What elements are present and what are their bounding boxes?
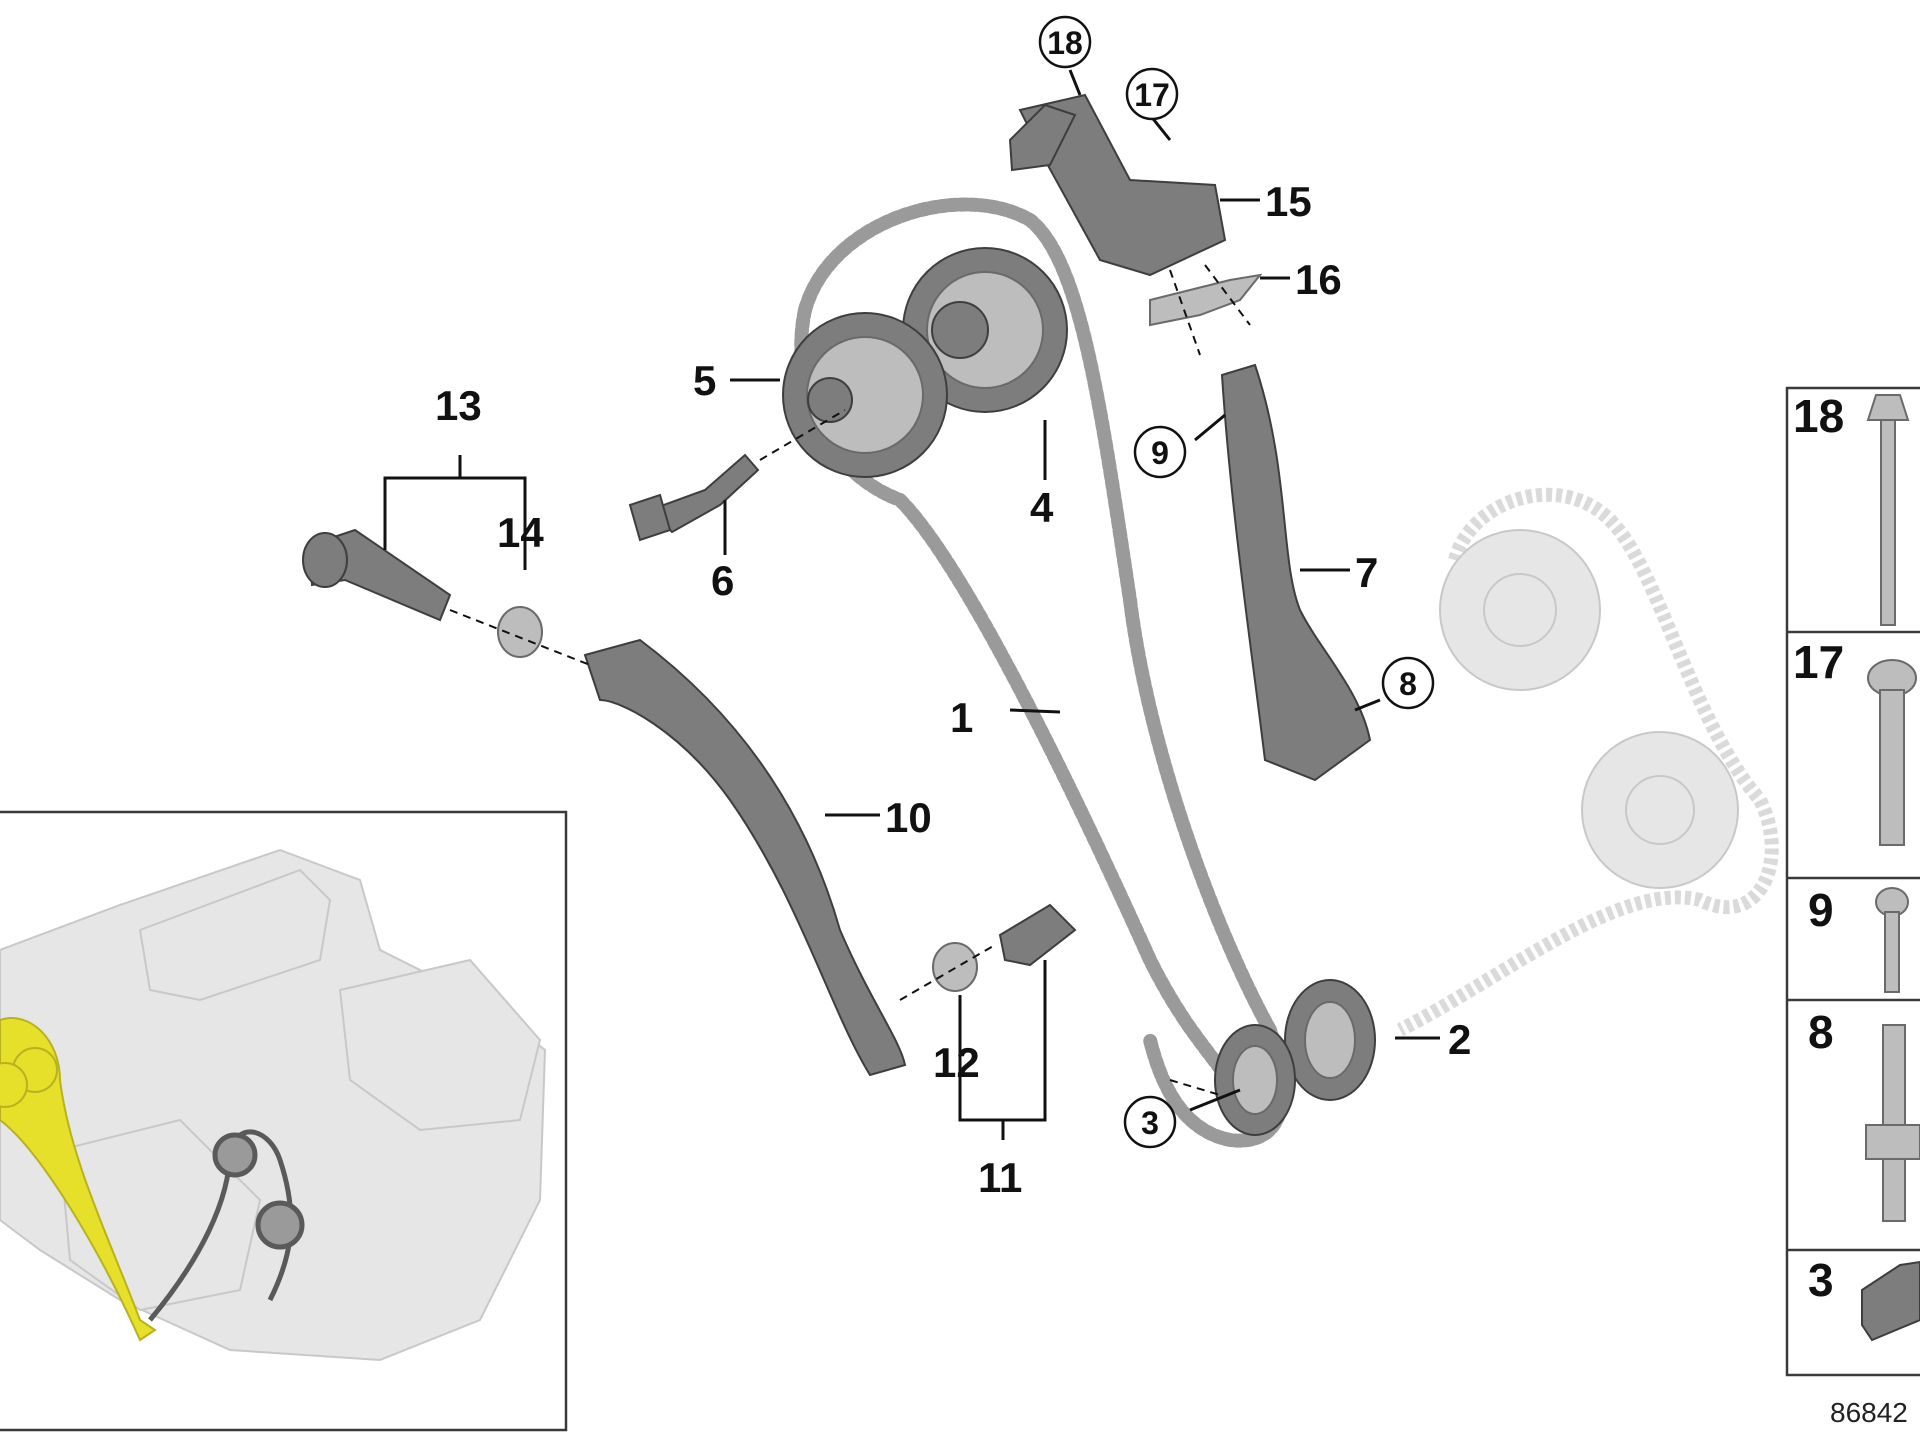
tensioner-seal-ring bbox=[497, 606, 543, 658]
central-bolt bbox=[628, 453, 760, 542]
callout-6: 6 bbox=[711, 557, 734, 604]
pin-seal-ring bbox=[932, 942, 978, 992]
callout-4: 4 bbox=[1030, 484, 1054, 531]
ghost-cylinder-bank-2 bbox=[1396, 487, 1779, 1037]
highlighted-timing-drive bbox=[0, 1017, 157, 1342]
guide-rail bbox=[583, 638, 907, 1077]
fastener-row-18: 18 bbox=[1793, 390, 1844, 442]
tensioner-rail bbox=[1220, 363, 1372, 782]
upper-guide-rail-module bbox=[1008, 93, 1227, 277]
camshaft-adjuster-intake bbox=[782, 312, 948, 478]
secondary-chain-dark bbox=[148, 1129, 305, 1322]
gasket bbox=[1149, 273, 1263, 327]
crank-sprocket bbox=[1214, 979, 1376, 1136]
callout-3: 3 bbox=[1141, 1105, 1159, 1141]
callout-11: 11 bbox=[978, 1154, 1022, 1201]
callout-2: 2 bbox=[1448, 1016, 1471, 1063]
fastener-row-17: 17 bbox=[1793, 636, 1844, 688]
engine-overview-inset bbox=[0, 810, 568, 1432]
callout-10: 10 bbox=[885, 794, 932, 841]
callout-13: 13 bbox=[435, 382, 482, 429]
callout-1: 1 bbox=[950, 694, 973, 741]
fastener-panel: 18 17 9 8 3 bbox=[1785, 386, 1920, 1377]
stud-8-icon bbox=[1865, 1024, 1920, 1222]
screw-9-icon bbox=[1875, 887, 1909, 993]
pin-part bbox=[998, 903, 1077, 967]
callout-18: 18 bbox=[1047, 25, 1083, 61]
clip-3-icon bbox=[1861, 1260, 1920, 1342]
chain-tensioner bbox=[302, 528, 452, 622]
fastener-row-8: 8 bbox=[1808, 1006, 1834, 1058]
callout-12: 12 bbox=[933, 1039, 980, 1086]
callout-16: 16 bbox=[1295, 256, 1342, 303]
callout-15: 15 bbox=[1265, 178, 1312, 225]
callout-17: 17 bbox=[1134, 77, 1170, 113]
callout-labels: 1 2 4 5 6 7 10 11 12 13 14 15 16 bbox=[435, 178, 1471, 1201]
dash-guides bbox=[449, 264, 1251, 1096]
fastener-row-9: 9 bbox=[1808, 884, 1834, 936]
bolt-17-icon bbox=[1867, 659, 1917, 846]
callout-9: 9 bbox=[1151, 435, 1169, 471]
callout-5: 5 bbox=[693, 357, 716, 404]
callout-7: 7 bbox=[1355, 549, 1378, 596]
reference-number: 86842 bbox=[1830, 1397, 1908, 1428]
circled-callouts: 18 17 9 8 3 bbox=[1038, 15, 1435, 1149]
callout-14: 14 bbox=[497, 509, 544, 556]
fastener-row-3: 3 bbox=[1808, 1254, 1834, 1306]
callout-8: 8 bbox=[1399, 666, 1417, 702]
leader-lines bbox=[383, 69, 1440, 1140]
bolt-18-icon bbox=[1866, 394, 1910, 626]
